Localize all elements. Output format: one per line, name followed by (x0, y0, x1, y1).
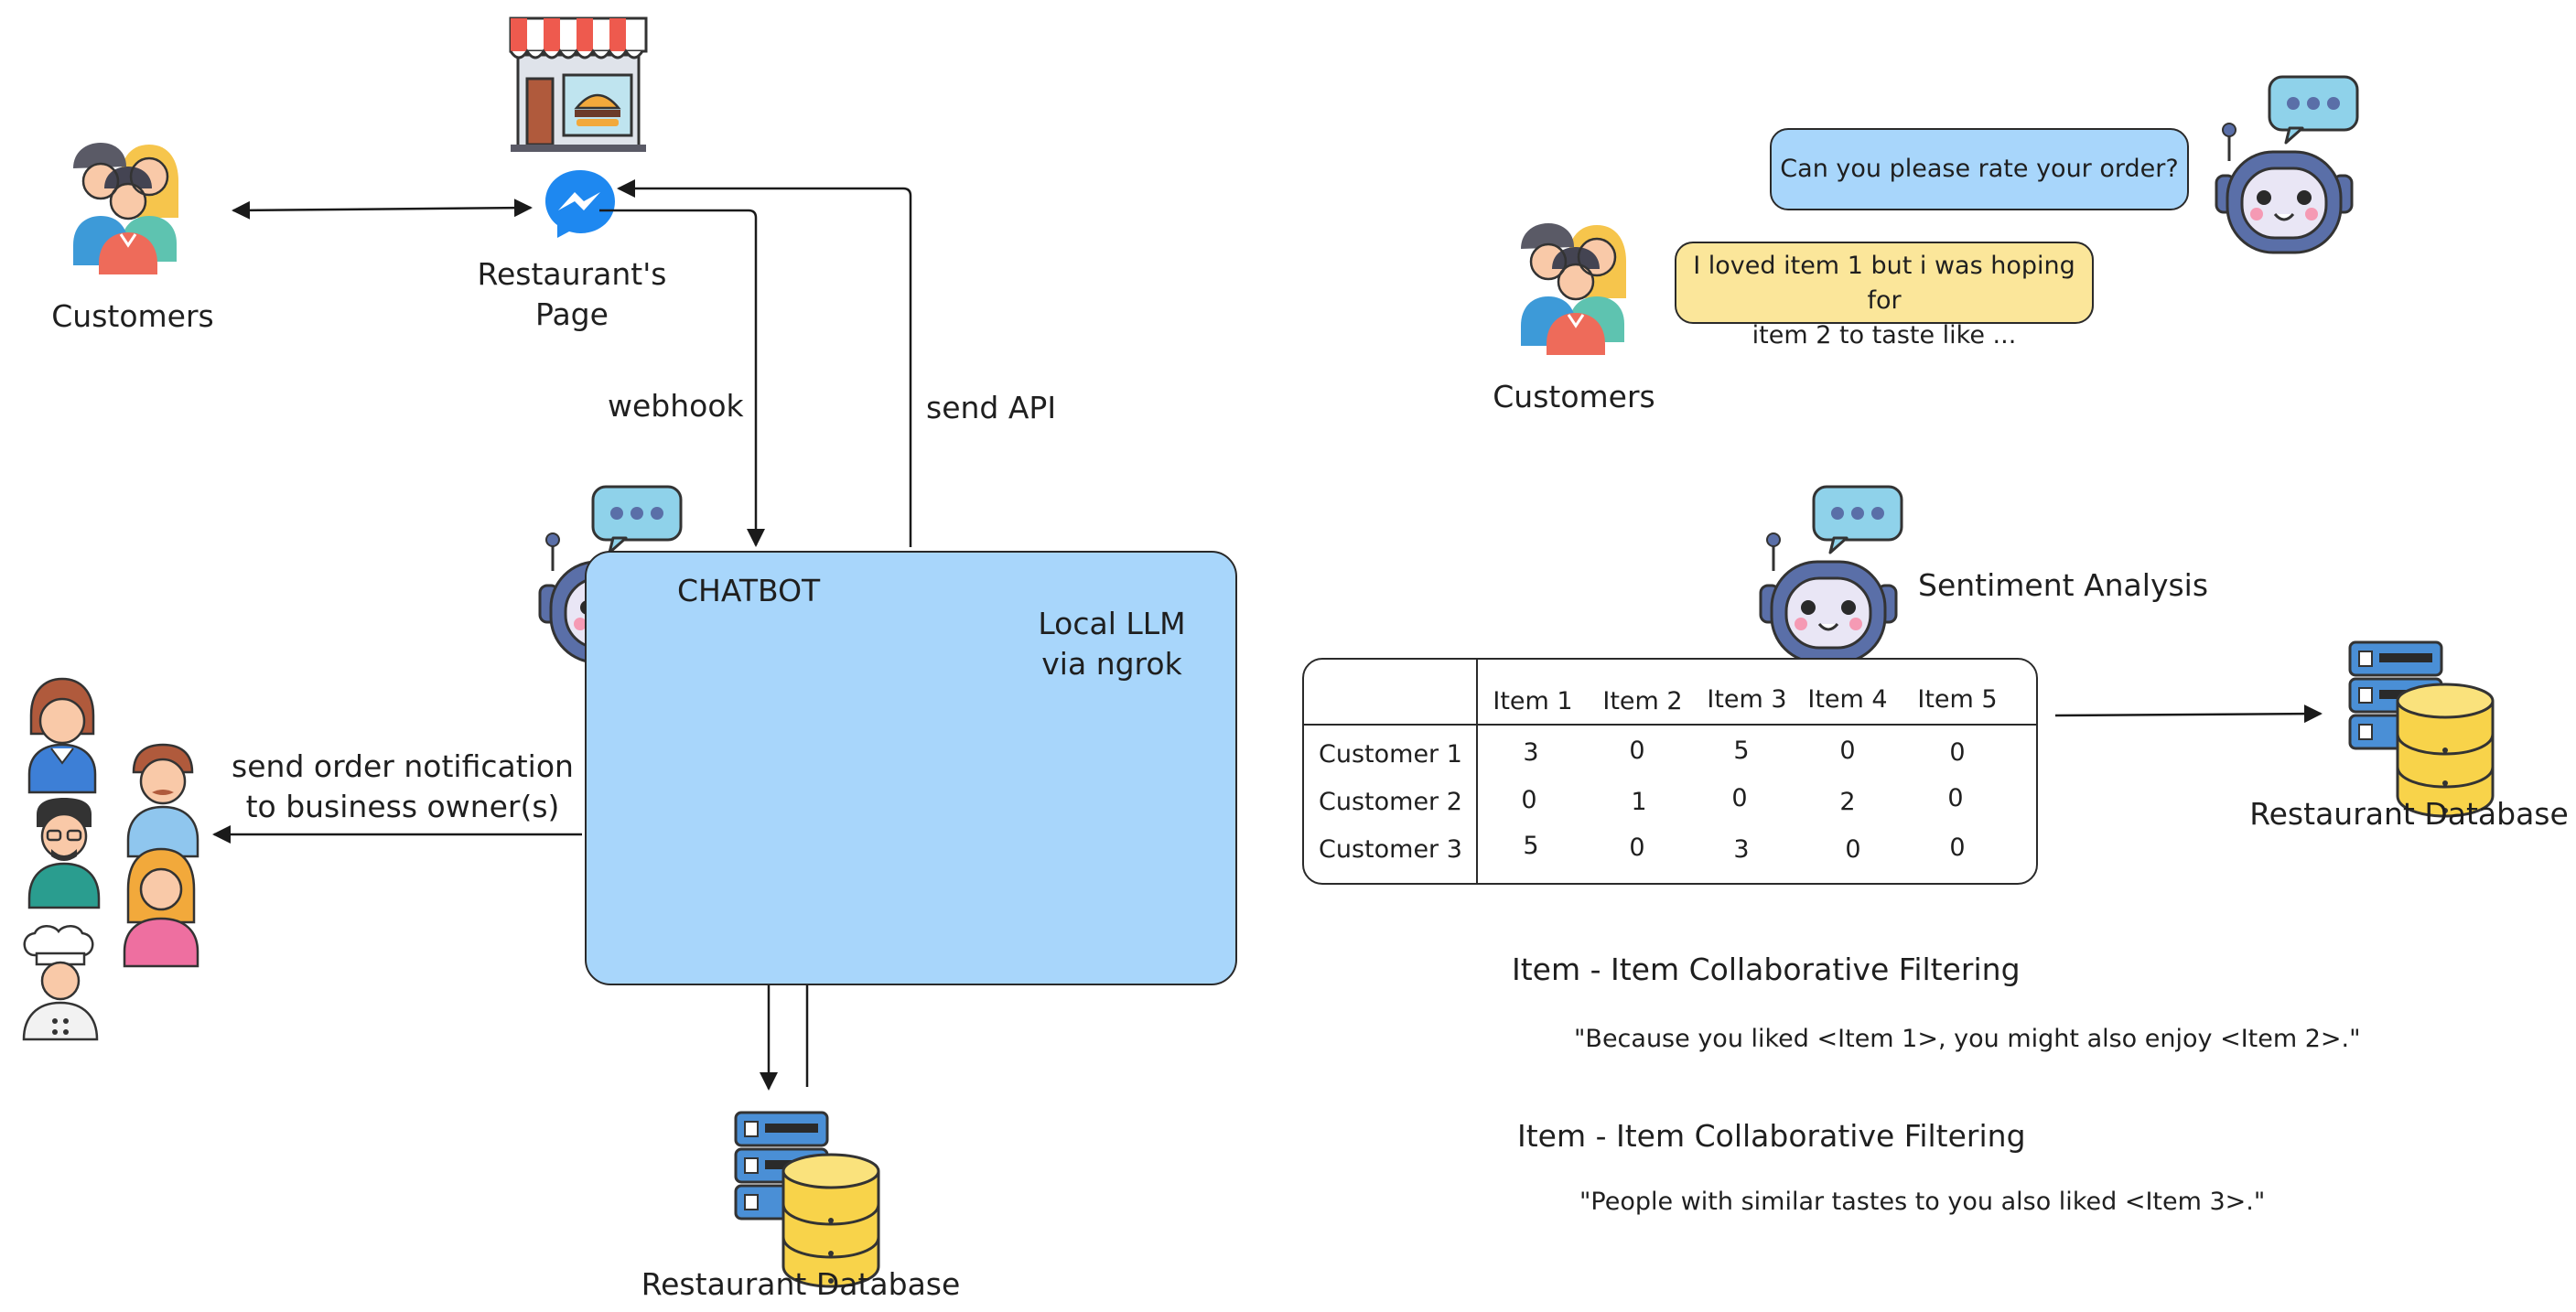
business-owner-icons (22, 677, 199, 1041)
table-horizontal-divider (1304, 724, 2036, 726)
restaurant-database-icon (734, 1111, 880, 1288)
restaurant-page-label-line1: Restaurant's (477, 256, 667, 292)
chatbot-container (585, 551, 1237, 985)
send-api-arrow (617, 179, 912, 547)
restaurant-database-icon-right (2348, 640, 2495, 818)
database-label-right: Restaurant Database (2249, 796, 2569, 832)
collaborative-filtering-title-1: Item - Item Collaborative Filtering (1512, 952, 2021, 987)
restaurant-page-label-line2: Page (535, 296, 609, 332)
customer-reply-bubble: I loved item 1 but i was hoping for item… (1675, 242, 2094, 350)
customers-label: Customers (51, 298, 214, 334)
column-header: Item 4 (1807, 685, 1888, 714)
column-header: Item 2 (1602, 687, 1683, 715)
row-label: Customer 1 (1319, 740, 1462, 769)
row-label: Customer 3 (1319, 835, 1462, 864)
customers-icon (71, 141, 180, 276)
table-vertical-divider (1476, 660, 1478, 883)
customer-reply-line1: I loved item 1 but i was hoping for (1693, 252, 2075, 315)
collaborative-filtering-quote-1: "Because you liked <Item 1>, you might a… (1574, 1025, 2361, 1053)
llm-label-line1: Local LLM (1038, 606, 1186, 641)
table-cell: 0 (1731, 784, 1748, 812)
sentiment-robot-icon (1759, 485, 1903, 664)
table-cell: 0 (1947, 784, 1964, 812)
database-label: Restaurant Database (641, 1266, 961, 1302)
table-cell: 3 (1523, 738, 1539, 767)
messenger-icon (545, 170, 615, 238)
column-header: Item 5 (1917, 685, 1998, 714)
notification-label-line1: send order notification (232, 748, 574, 784)
row-label: Customer 2 (1319, 788, 1462, 816)
table-cell: 0 (1949, 738, 1966, 767)
bot-question-bubble: Can you please rate your order? (1770, 128, 2189, 210)
customer-reply-line2: item 2 to taste like ... (1751, 321, 2017, 350)
chatbot-label: CHATBOT (677, 573, 821, 608)
table-cell: 2 (1839, 788, 1856, 816)
column-header: Item 1 (1493, 687, 1573, 715)
collaborative-filtering-title-2: Item - Item Collaborative Filtering (1517, 1118, 2026, 1154)
sentiment-analysis-label: Sentiment Analysis (1918, 567, 2209, 603)
table-cell: 5 (1523, 832, 1539, 860)
webhook-label: webhook (608, 388, 744, 424)
table-cell: 0 (1629, 737, 1645, 765)
customers-label-right: Customers (1493, 379, 1655, 414)
table-cell: 0 (1949, 833, 1966, 862)
notification-label-line2: to business owner(s) (245, 789, 560, 824)
table-cell: 0 (1521, 786, 1537, 814)
table-to-db-arrow (2054, 704, 2323, 724)
table-cell: 0 (1845, 835, 1861, 864)
table-cell: 1 (1631, 788, 1647, 816)
customers-messenger-arrow (232, 199, 533, 220)
customers-icon-right (1519, 221, 1628, 357)
table-cell: 5 (1733, 737, 1750, 765)
table-cell: 0 (1839, 737, 1856, 765)
table-cell: 3 (1733, 835, 1750, 864)
webhook-arrow (599, 209, 765, 547)
restaurant-store-icon (509, 16, 648, 152)
column-header: Item 3 (1707, 685, 1787, 714)
send-api-label: send API (926, 390, 1057, 425)
survey-robot-icon (2215, 75, 2359, 254)
bot-question-text: Can you please rate your order? (1780, 155, 2179, 183)
collaborative-filtering-quote-2: "People with similar tastes to you also … (1579, 1188, 2266, 1216)
llm-label-line2: via ngrok (1041, 646, 1182, 682)
rating-matrix-table: Item 1 Item 2 Item 3 Item 4 Item 5 Custo… (1302, 658, 2038, 885)
table-cell: 0 (1629, 833, 1645, 862)
